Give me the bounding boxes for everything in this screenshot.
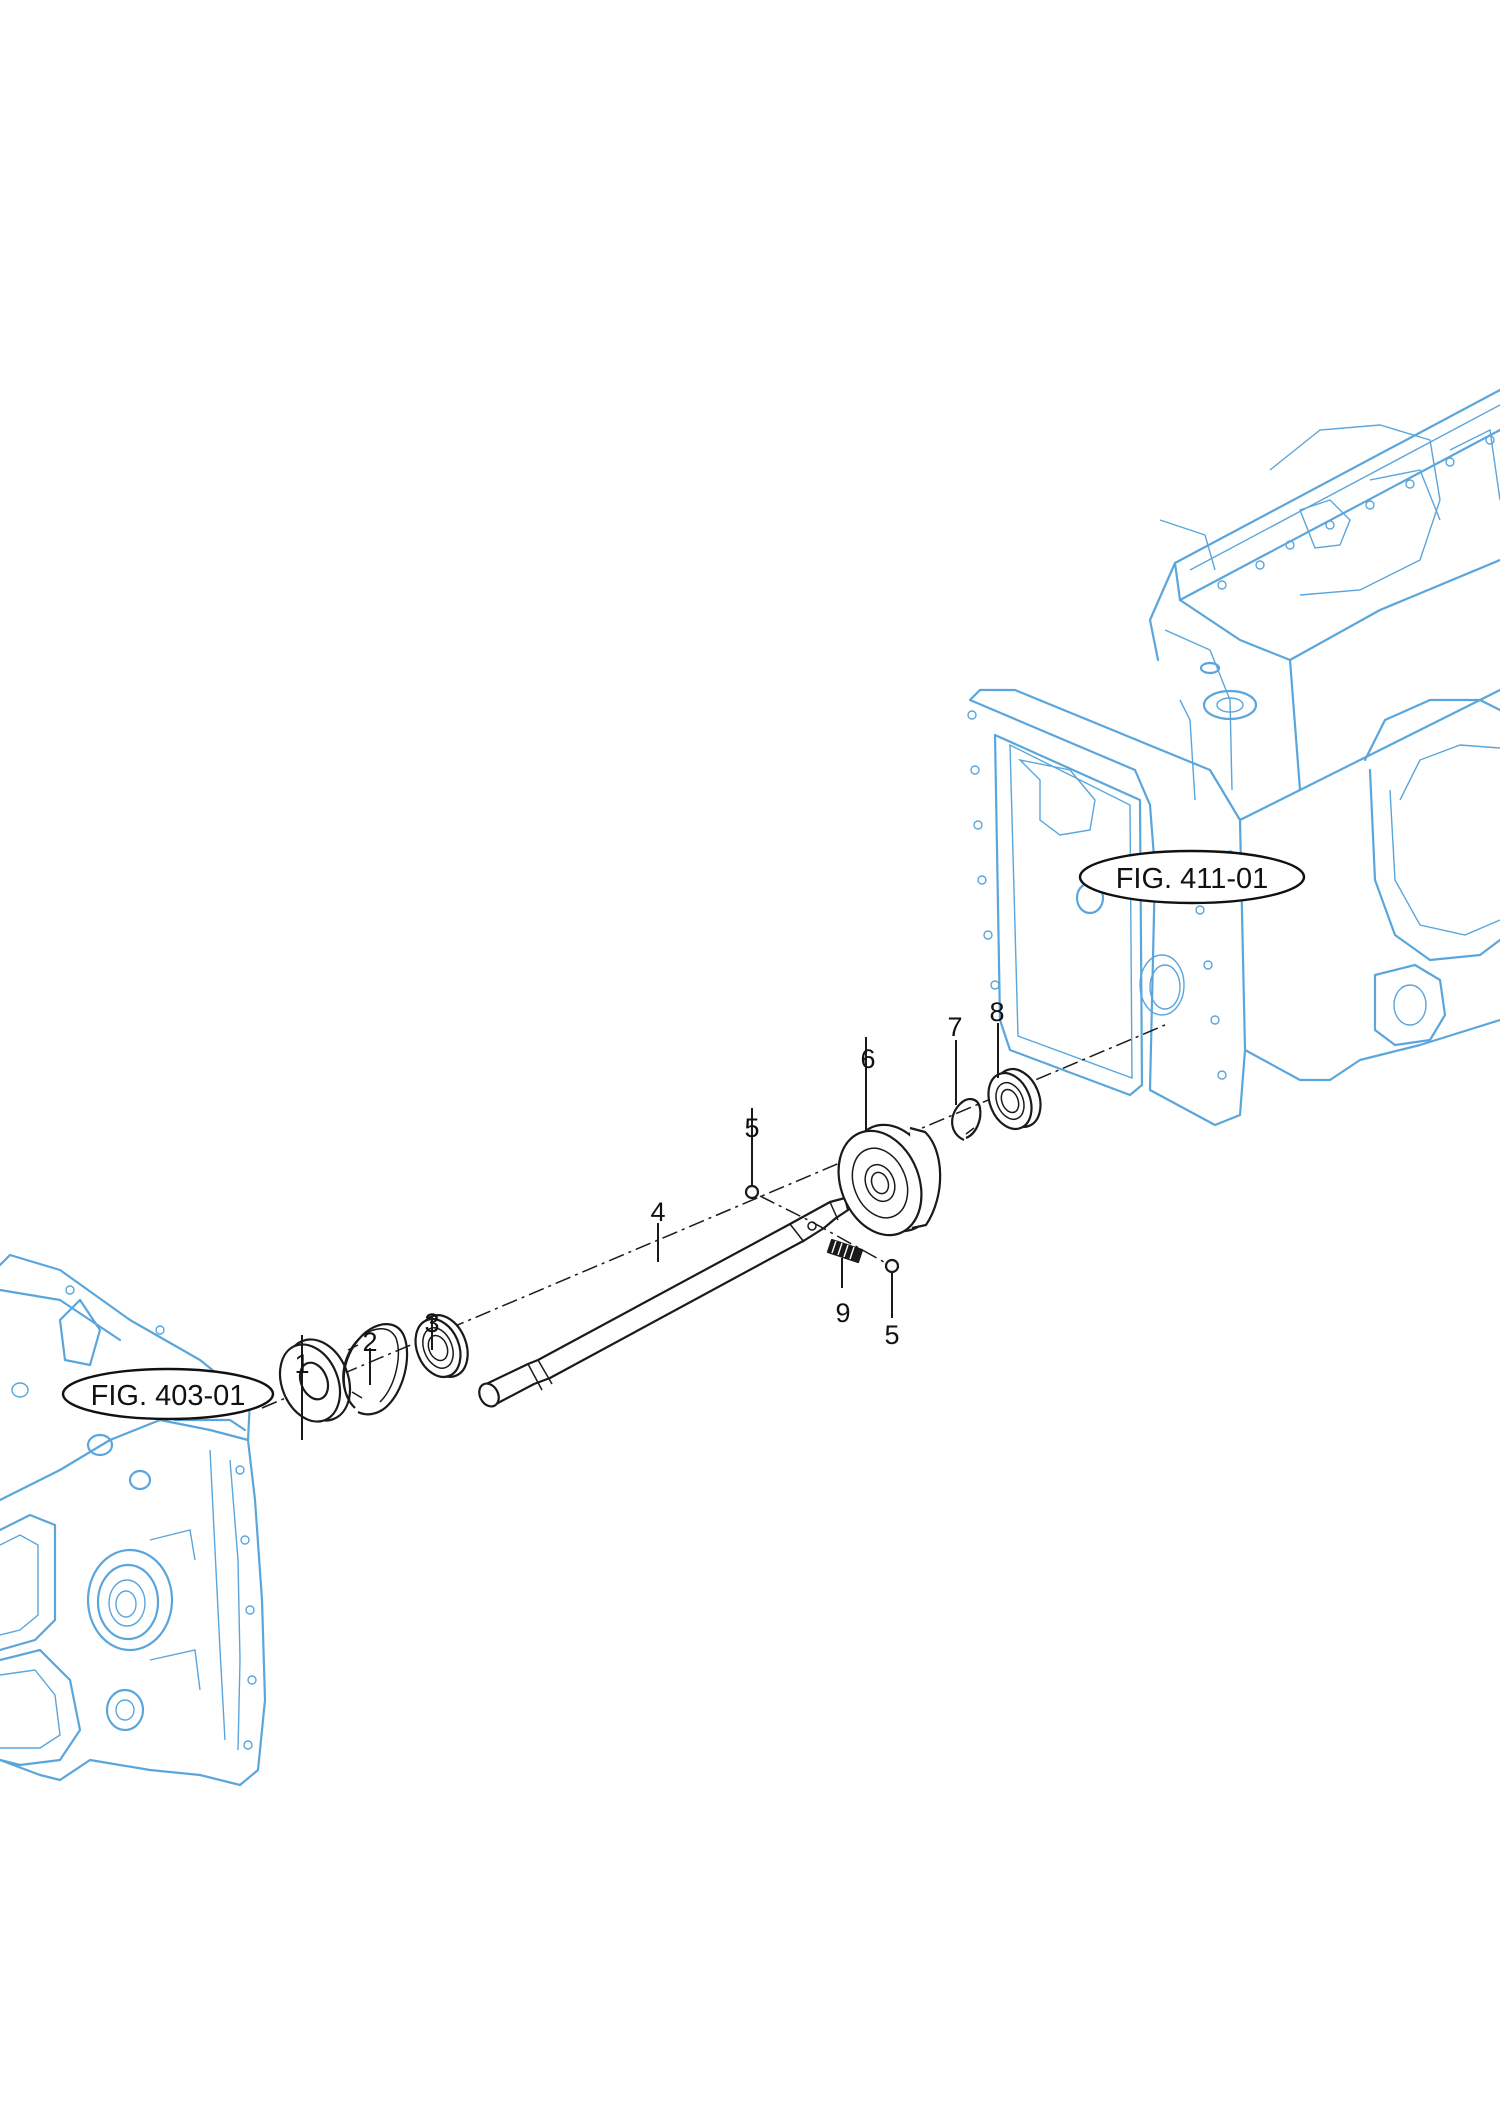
part-2-snap-ring (342, 1323, 409, 1416)
part-5-ball-upper (744, 1184, 760, 1200)
callout-8: 8 (989, 997, 1004, 1027)
part-8-bearing (987, 1067, 1042, 1131)
fig-ref-right: FIG. 411-01 (1078, 849, 1306, 905)
callout-3: 3 (424, 1308, 439, 1338)
callout-6: 6 (860, 1044, 875, 1074)
fig-ref-right-text: FIG. 411-01 (1116, 863, 1269, 895)
part-4-shaft (478, 1196, 850, 1408)
part-3-bearing (414, 1314, 469, 1379)
callout-4: 4 (650, 1197, 665, 1227)
part-7-circlip (951, 1098, 982, 1142)
callout-5-lower: 5 (884, 1320, 899, 1350)
callout-5-upper: 5 (744, 1113, 759, 1143)
part-9-spring (826, 1238, 864, 1264)
leader-lines (301, 1023, 999, 1440)
callout-1: 1 (294, 1349, 309, 1379)
ball-axis-line (759, 1195, 885, 1263)
part-5-ball-lower (884, 1258, 900, 1274)
callout-7: 7 (947, 1012, 962, 1042)
callout-2: 2 (362, 1327, 377, 1357)
fig-ref-left: FIG. 403-01 (61, 1367, 275, 1421)
callout-9: 9 (835, 1298, 850, 1328)
part-1-washer (278, 1338, 352, 1423)
front-transmission-housing (0, 1253, 267, 1787)
part-6-cover (837, 1123, 942, 1237)
rear-transmission-housing (967, 388, 1500, 1127)
fig-ref-left-text: FIG. 403-01 (91, 1380, 246, 1412)
